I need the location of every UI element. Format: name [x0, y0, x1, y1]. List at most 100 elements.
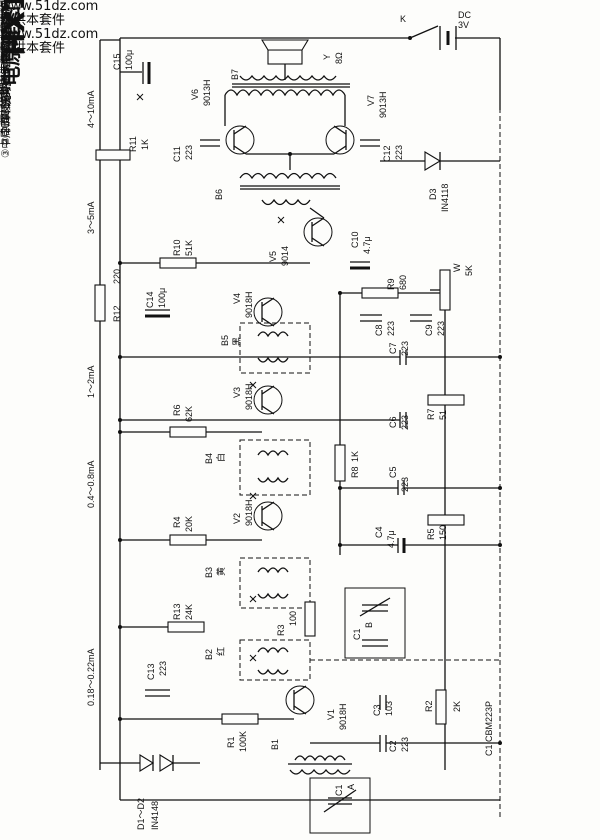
- current-v5: 3～5mA: [86, 201, 96, 234]
- r8-body: [334, 444, 346, 482]
- r12-value: 220: [112, 268, 122, 284]
- r8-ref: R8: [350, 466, 360, 478]
- d1-diode: [139, 754, 155, 772]
- c7-value: 223: [400, 340, 410, 356]
- c8-value: 223: [386, 320, 396, 336]
- r6-value: 62K: [184, 405, 194, 422]
- r4-body: [169, 534, 207, 546]
- v7-emitter: [333, 145, 347, 155]
- b4-ref: B4: [204, 452, 214, 464]
- v3-type: 9018H: [244, 383, 254, 410]
- w-potentiometer: [439, 269, 451, 311]
- b5-shield: [239, 322, 311, 374]
- c1a-label: A: [346, 783, 356, 790]
- v6-transistor: [225, 125, 255, 155]
- v1-ref: V1: [326, 708, 336, 720]
- b7-ref: B7: [230, 68, 240, 80]
- b2-winding: [257, 647, 289, 654]
- b2-ref: B2: [204, 648, 214, 660]
- c1b-frame: [344, 587, 406, 659]
- c9-ref: C9: [424, 324, 434, 336]
- switch-k: [409, 25, 439, 39]
- switch-pivot: [408, 36, 412, 40]
- v2-transistor: [253, 501, 283, 531]
- v6-ref: V6: [190, 88, 200, 100]
- b6-primary: [261, 198, 311, 206]
- c3-ref: C3: [372, 704, 382, 716]
- v5-emitter: [311, 237, 325, 247]
- v7-type: 9013H: [378, 91, 388, 118]
- c5-value: 223: [400, 476, 410, 492]
- r3-value: 100: [288, 610, 298, 626]
- c14-value: 100μ: [157, 287, 167, 308]
- r13-body: [167, 621, 205, 633]
- r6-body: [169, 426, 207, 438]
- r9-value: 680: [398, 274, 408, 290]
- v2-type: 9018H: [244, 499, 254, 526]
- c12-value: 223: [394, 144, 404, 160]
- current-v6v7: 4～10mA: [86, 90, 96, 128]
- c4-ref: C4: [374, 526, 384, 538]
- b1-ref: B1: [270, 738, 280, 750]
- notes-line-4: ③中周B4(白)外壳两脚应弯脚与铜箔焊接牢固，防止拆装机芯板时损坏。: [0, 0, 12, 158]
- r2-body: [435, 689, 447, 725]
- c1a-frame: [309, 777, 371, 834]
- r7-body: [427, 394, 465, 406]
- c13-ref: C13: [146, 663, 156, 680]
- v7-ref: V7: [366, 94, 376, 106]
- watermark-site-bottom: www.51dz.com: [0, 27, 99, 42]
- junction-dots: [118, 152, 502, 745]
- b2-winding-2: [257, 668, 289, 675]
- r10-body: [159, 257, 197, 269]
- c15-value: 100μ: [124, 49, 134, 70]
- b1-winding: [294, 755, 346, 762]
- b1-winding-2: [289, 768, 351, 775]
- v2-emitter: [261, 521, 275, 531]
- c11-value: 223: [184, 144, 194, 160]
- speaker-body: [267, 49, 303, 65]
- b4-winding-2: [257, 476, 289, 483]
- r13-value: 24K: [184, 603, 194, 620]
- v3-collector: [261, 385, 275, 395]
- r5-ref: R5: [426, 528, 436, 540]
- switch-label: K: [400, 14, 407, 24]
- c8-ref: C8: [374, 324, 384, 336]
- b2-color: 红: [216, 646, 226, 656]
- r2-ref: R2: [424, 700, 434, 712]
- c3-value: 103: [384, 700, 394, 716]
- v4-transistor: [253, 297, 283, 327]
- v5-type: 9014: [280, 245, 290, 266]
- r11-value: 1K: [140, 138, 150, 150]
- d2-diode: [159, 754, 175, 772]
- current-v3: 1～2mA: [86, 365, 96, 398]
- c14-ref: C14: [145, 291, 155, 308]
- b5-winding-2: [257, 356, 289, 363]
- v1-collector: [293, 685, 307, 695]
- d12-ref: D1～D2: [136, 797, 146, 830]
- w-ref: W: [452, 263, 462, 273]
- v6-type: 9013H: [202, 79, 212, 106]
- v4-emitter: [261, 317, 275, 327]
- d3-type: IN4118: [440, 183, 450, 212]
- r10-value: 51K: [184, 239, 194, 256]
- v5-collector: [311, 217, 325, 227]
- b3-winding: [257, 567, 289, 574]
- r7-value: 51: [438, 409, 448, 420]
- c13-value: 223: [158, 660, 168, 676]
- v7-transistor: [325, 125, 355, 155]
- v6-collector: [233, 125, 247, 135]
- watermark-site-top: www.51dz.com: [0, 0, 99, 14]
- b7-primary: [224, 89, 346, 97]
- b4-color: 白: [216, 452, 226, 462]
- r9-ref: R9: [386, 278, 396, 290]
- c4-value: 4.7μ: [386, 530, 396, 548]
- speaker-value: 8Ω: [334, 52, 344, 64]
- speaker-ref: Y: [322, 53, 332, 60]
- c11-ref: C11: [172, 146, 182, 162]
- voltage-label: 3V: [458, 20, 470, 30]
- c9-value: 223: [436, 320, 446, 336]
- w-value: 5K: [464, 264, 474, 276]
- c6-ref: C6: [388, 416, 398, 428]
- r4-value: 20K: [184, 515, 194, 532]
